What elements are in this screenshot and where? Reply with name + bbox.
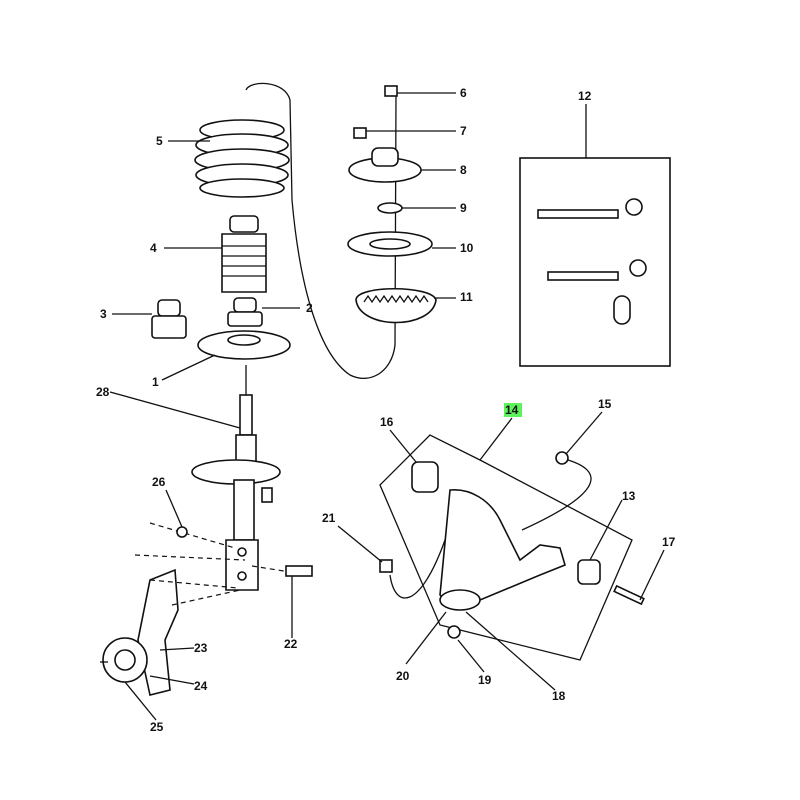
callout-3[interactable]: 3 — [100, 307, 107, 321]
upper-strut-mount[interactable] — [348, 85, 422, 183]
callout-21[interactable]: 21 — [322, 511, 336, 525]
jounce-bumper-right[interactable] — [227, 297, 263, 327]
callout-24[interactable]: 24 — [194, 679, 208, 693]
callout-1[interactable]: 1 — [152, 375, 159, 389]
callout-22[interactable]: 22 — [284, 637, 298, 651]
callout-labels: 5 4 3 2 1 28 6 7 8 9 10 11 12 14 15 16 1… — [96, 86, 676, 734]
nut-leader-line — [521, 459, 592, 531]
callout-23[interactable]: 23 — [194, 641, 208, 655]
clip[interactable] — [379, 559, 393, 573]
bearing-plate[interactable] — [347, 231, 433, 257]
callout-19[interactable]: 19 — [478, 673, 492, 687]
callout-13[interactable]: 13 — [622, 489, 636, 503]
callout-14[interactable]: 14 — [505, 403, 519, 417]
steering-knuckle-hub[interactable] — [100, 568, 179, 696]
strut-assembly[interactable] — [191, 365, 281, 591]
callout-25[interactable]: 25 — [150, 720, 164, 734]
callout-28[interactable]: 28 — [96, 385, 110, 399]
callout-2[interactable]: 2 — [306, 301, 313, 315]
callout-11[interactable]: 11 — [460, 290, 473, 304]
assembly-dashes-strut — [134, 522, 291, 606]
callout-10[interactable]: 10 — [460, 241, 474, 255]
ball-joint-nut[interactable] — [447, 625, 461, 639]
callout-5[interactable]: 5 — [156, 134, 163, 148]
dust-boot[interactable] — [221, 215, 267, 293]
callout-9[interactable]: 9 — [460, 201, 467, 215]
nut[interactable] — [555, 451, 569, 465]
callout-16[interactable]: 16 — [380, 415, 394, 429]
callout-6[interactable]: 6 — [460, 86, 467, 100]
rear-bushing[interactable] — [577, 559, 601, 585]
lower-control-arm[interactable] — [379, 434, 633, 661]
hardware-kit-box[interactable] — [519, 157, 671, 367]
strut-bolt[interactable] — [285, 565, 313, 577]
pivot-bolt[interactable] — [613, 584, 645, 606]
callout-12[interactable]: 12 — [578, 89, 592, 103]
callout-7[interactable]: 7 — [460, 124, 467, 138]
clip-path-line — [389, 539, 446, 599]
lower-spring-seat[interactable] — [197, 330, 291, 360]
knuckle-bolt[interactable] — [176, 526, 188, 538]
callout-26[interactable]: 26 — [152, 475, 166, 489]
callout-leaders — [109, 92, 665, 721]
callout-4[interactable]: 4 — [150, 241, 157, 255]
assembly-loop-line — [245, 82, 397, 380]
callout-8[interactable]: 8 — [460, 163, 467, 177]
jounce-bumper-left[interactable] — [151, 299, 187, 339]
washer[interactable] — [377, 202, 403, 214]
callout-15[interactable]: 15 — [598, 397, 612, 411]
control-arm-bushing[interactable] — [411, 461, 439, 493]
callout-18[interactable]: 18 — [552, 689, 566, 703]
spring-isolator[interactable] — [355, 288, 437, 324]
callout-14-highlight — [504, 403, 522, 417]
coil-spring[interactable] — [194, 119, 290, 198]
callout-20[interactable]: 20 — [396, 669, 410, 683]
callout-17[interactable]: 17 — [662, 535, 676, 549]
